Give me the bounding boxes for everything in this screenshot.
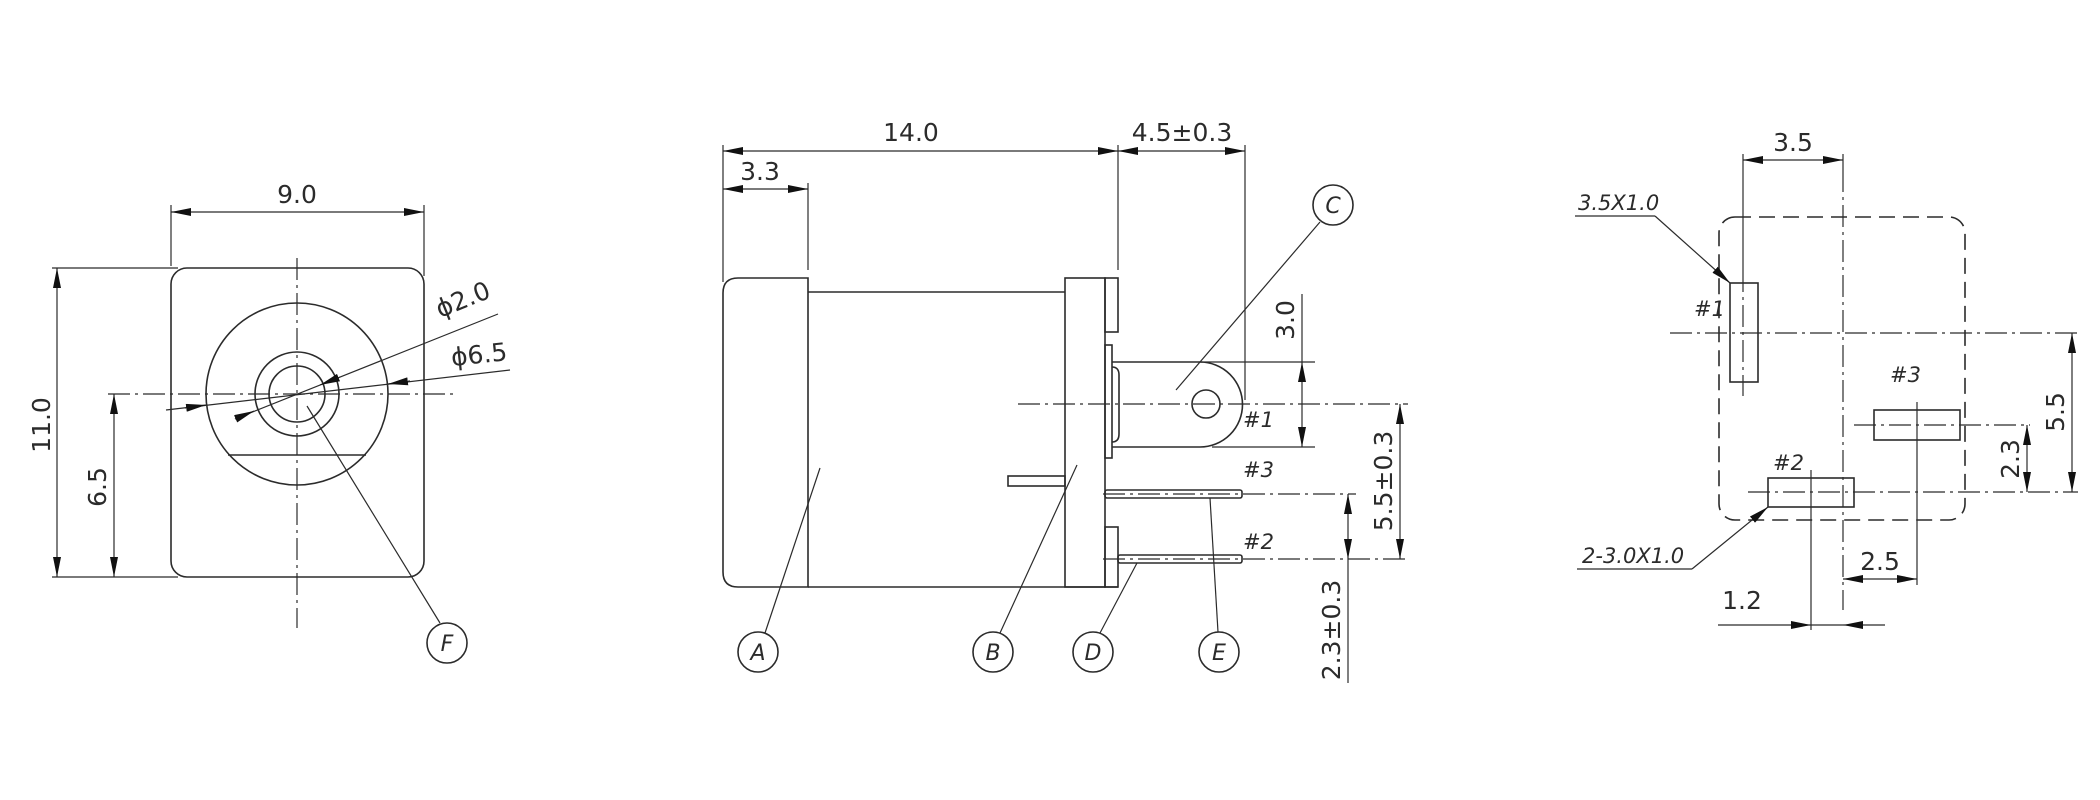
flange — [1064, 277, 1106, 588]
pin3-pin2-dim-text: 2.3±0.3 — [1317, 580, 1346, 680]
vert-pin3-pin2-dim-text: 2.3 — [1996, 439, 2025, 479]
pin2-offset-dim-text: 1.2 — [1722, 586, 1762, 615]
balloon-a-text: A — [748, 641, 765, 666]
pin1-slot-note: 3.5X1.0 — [1578, 191, 1659, 215]
front-view: 9.0 11.0 6.5 ϕ2.0 ϕ6.5 F — [27, 180, 511, 664]
fp-pin-2-label: #2 — [1773, 451, 1804, 475]
width-dim-text: 9.0 — [277, 180, 317, 209]
balloon-b-text: B — [985, 641, 1000, 666]
height-dim-text: 11.0 — [27, 397, 56, 453]
pin-3-label: #3 — [1243, 458, 1274, 482]
hole-diameter-dim-text: ϕ6.5 — [450, 337, 509, 372]
pin3-offset-dim-text: 2.5 — [1860, 547, 1900, 576]
fp-pin-3-label: #3 — [1890, 363, 1921, 387]
center-height-dim-text: 6.5 — [83, 467, 112, 507]
fp-pin-1-label: #1 — [1694, 297, 1725, 321]
plug-cap — [722, 277, 809, 588]
balloon-c — [1312, 184, 1354, 226]
balloon-b — [972, 631, 1014, 673]
balloon-d-text: D — [1085, 641, 1102, 666]
positioning-peg — [1007, 475, 1066, 487]
footprint-outline — [1718, 216, 1966, 521]
pcb-footprint-view: 3.5 3.5X1.0 2-3.0X1.0 5.5 2.3 2.5 1.2 #1… — [1575, 128, 2078, 630]
terminal-length-dim-text: 4.5±0.3 — [1132, 118, 1232, 147]
balloon-e-text: E — [1212, 641, 1226, 666]
cap-length-dim-text: 3.3 — [740, 157, 780, 186]
vert-pin1-pin2-dim-text: 5.5 — [2041, 392, 2070, 432]
balloon-f — [426, 622, 468, 664]
balloon-d — [1072, 631, 1114, 673]
pin23-slot-note: 2-3.0X1.0 — [1582, 544, 1684, 568]
pin-1-label: #1 — [1243, 408, 1274, 432]
side-view: 14.0 3.3 4.5±0.3 3.0 5.5±0.3 2.3±0.3 #1 … — [722, 118, 1408, 683]
tab-height-dim-text: 3.0 — [1271, 300, 1300, 340]
balloon-f-text: F — [441, 632, 454, 657]
overall-length-dim-text: 14.0 — [883, 118, 939, 147]
balloon-e — [1198, 631, 1240, 673]
pin1-offset-dim-text: 3.5 — [1773, 128, 1813, 157]
balloon-c-text: C — [1325, 194, 1341, 219]
pin1-pin2-dim-text: 5.5±0.3 — [1369, 431, 1398, 531]
balloon-a — [737, 631, 779, 673]
pin-1-slot — [1729, 282, 1759, 383]
pin-2-label: #2 — [1243, 530, 1274, 554]
pin-diameter-dim-text: ϕ2.0 — [431, 276, 494, 324]
